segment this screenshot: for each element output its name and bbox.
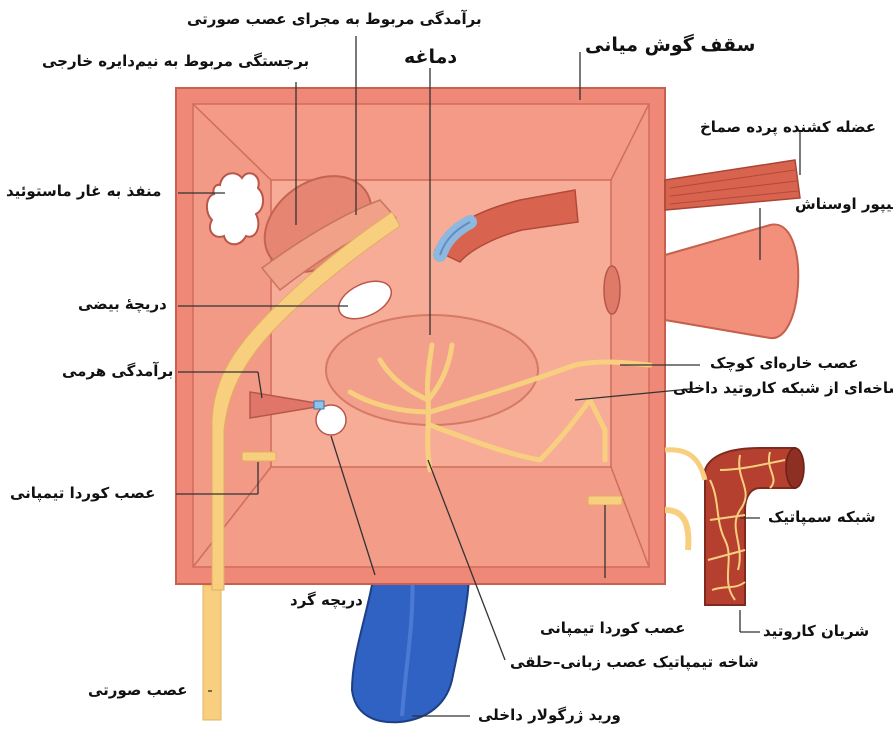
label-tensor-tympani: عضله کشنده پرده صماخ: [700, 120, 876, 135]
label-semicircular-prominence: برجستگی مربوط به نیم‌دایره خارجی: [42, 54, 309, 69]
label-mastoid-aditus: منفذ به غار ماستوئید: [6, 184, 161, 199]
label-chorda-tympani-right: عصب کوردا تیمپانی: [540, 621, 685, 636]
label-tympanic-branch: شاخه تیمپاتیک عصب زبانی–حلقی: [510, 655, 759, 670]
label-jugular-vein: ورید ژرگولار داخلی: [478, 708, 621, 723]
label-carotid-artery: شریان کاروتید: [763, 624, 869, 639]
label-chorda-tympani-left: عصب کوردا تیمپانی: [10, 486, 155, 501]
chorda-tympani-left: [242, 452, 276, 461]
carotid-artery: [705, 448, 795, 605]
label-round-window: دریچه گرد: [290, 593, 363, 608]
label-facial-nerve: عصب صورتی: [88, 683, 187, 698]
label-promontory: دماغه: [404, 48, 457, 67]
label-lesser-petrosal: عصب خاره‌ای کوچک: [710, 356, 858, 371]
label-carotid-branch: شاخه‌ای از شبکه کاروتید داخلی: [673, 381, 893, 396]
label-facial-canal-prominence: برآمدگی مربوط به مجرای عصب صورتی: [187, 12, 482, 27]
eustachian-tube: [665, 224, 798, 338]
label-eustachian-tube: شیپور اوسناش: [795, 197, 893, 212]
top-wall: [193, 104, 649, 180]
promontory: [326, 315, 538, 425]
label-sympathetic-plexus: شبکه سمپاتیک: [768, 510, 876, 525]
eustachian-opening: [604, 266, 620, 314]
label-pyramidal-eminence: برآمدگی هرمی: [62, 364, 173, 379]
label-roof: سقف گوش میانی: [585, 36, 755, 55]
chorda-tympani-right: [588, 496, 622, 505]
facial-nerve-stem: [203, 585, 221, 720]
bottom-wall: [193, 467, 649, 567]
label-oval-window: دریچهٔ بیضی: [78, 297, 167, 312]
